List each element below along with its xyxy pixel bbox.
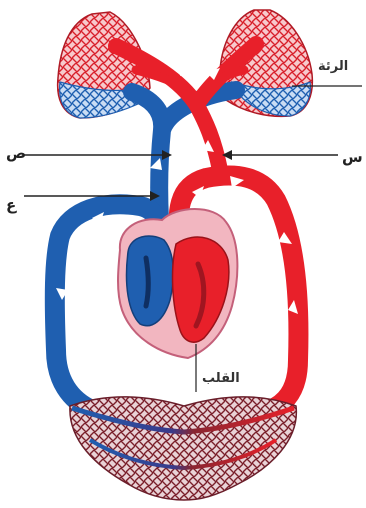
label-sad: ص [6,146,26,161]
label-seen: س [342,150,363,165]
label-lungs: الرئة [318,60,348,73]
heart [118,209,237,358]
body-capillaries [70,397,296,500]
label-heart: القلب [202,372,240,385]
label-ayn: ع [6,198,16,213]
